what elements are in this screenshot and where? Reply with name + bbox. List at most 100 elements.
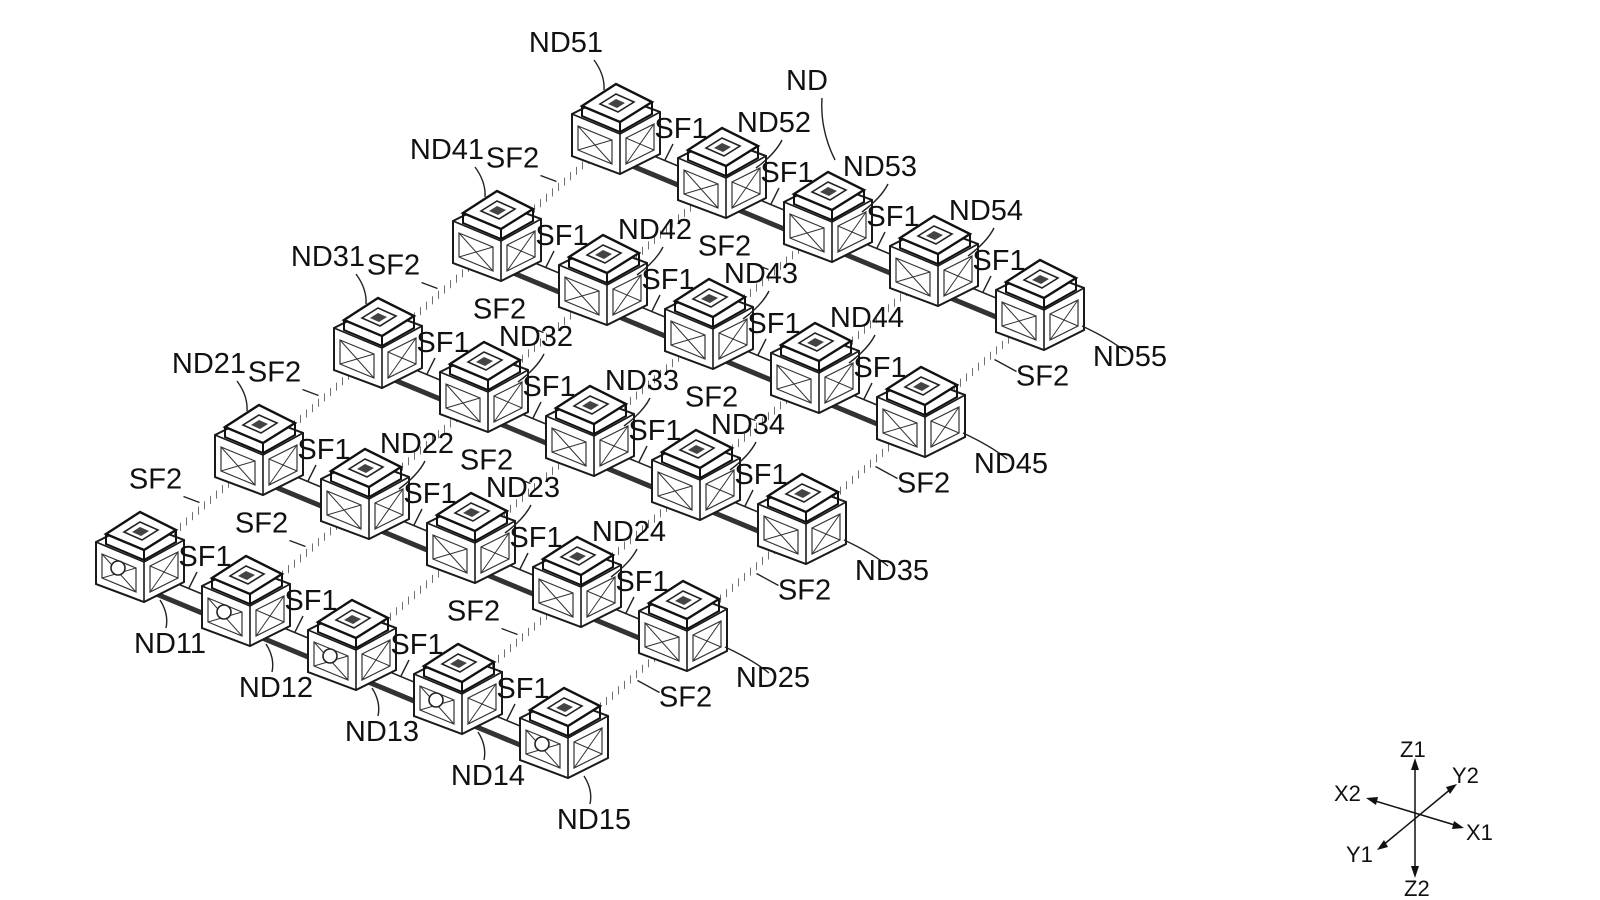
node-label: ND24 <box>592 516 666 548</box>
node-label: ND53 <box>843 151 917 183</box>
sf1-label: SF1 <box>496 673 549 705</box>
leader-line <box>623 397 651 427</box>
robot-node <box>333 296 423 390</box>
leader-line <box>400 659 410 677</box>
node-label: ND11 <box>134 628 206 660</box>
sf1-label: SF1 <box>972 245 1025 277</box>
sf1-label: SF1 <box>509 522 562 554</box>
node-label: ND23 <box>486 472 560 504</box>
node-label: ND34 <box>711 409 785 441</box>
node-label: ND33 <box>605 365 679 397</box>
leader-line <box>843 539 889 567</box>
node-label: ND32 <box>499 321 573 353</box>
robot-node <box>677 126 767 220</box>
leader-line <box>307 464 317 482</box>
node-label: ND51 <box>529 27 603 59</box>
leader-line <box>636 246 664 276</box>
leader-line <box>744 489 754 507</box>
leader-line <box>426 357 436 375</box>
leader-line <box>994 358 1017 373</box>
node-label: ND43 <box>724 258 798 290</box>
node-label: ND45 <box>974 448 1048 480</box>
leader-line <box>664 143 674 161</box>
sf1-label: SF1 <box>535 220 588 252</box>
leader-line <box>724 646 770 674</box>
robot-node <box>664 277 754 371</box>
robot-nodes <box>95 82 1085 780</box>
sf2-label: SF2 <box>367 250 420 282</box>
node-label: ND41 <box>410 134 484 166</box>
axis-z2-label: Z2 <box>1404 876 1430 900</box>
leader-line <box>540 174 557 183</box>
node-label: ND25 <box>736 662 810 694</box>
leader-line <box>593 59 605 91</box>
leader-line <box>517 353 545 383</box>
sf2-label: SF2 <box>486 143 539 175</box>
sf1-label: SF1 <box>390 629 443 661</box>
sf2-label: SF2 <box>778 575 831 607</box>
node-label: ND42 <box>618 214 692 246</box>
leader-line <box>967 227 995 257</box>
leader-line <box>861 183 889 213</box>
robot-node <box>545 384 635 478</box>
leader-line <box>532 401 542 419</box>
leader-line <box>638 445 648 463</box>
sf2-label: SF2 <box>685 382 738 414</box>
leader-line <box>752 262 769 271</box>
sf1-label: SF1 <box>297 434 350 466</box>
robot-node <box>95 510 185 604</box>
robot-node <box>452 189 542 283</box>
sf2-label: SF2 <box>447 596 500 628</box>
sf2-label: SF2 <box>235 508 288 540</box>
leader-line <box>637 679 660 694</box>
axis-y1-label: Y1 <box>1346 842 1373 867</box>
leader-line <box>265 643 274 673</box>
leader-line <box>519 552 529 570</box>
robot-node <box>439 340 529 434</box>
robot-node <box>320 447 410 541</box>
node-label: ND14 <box>451 760 525 792</box>
leader-line <box>183 495 200 504</box>
sf1-label: SF1 <box>734 459 787 491</box>
axes-indicator: Z1 Y2 X2 X1 Y1 Z2 <box>1334 737 1493 900</box>
leader-line <box>289 539 306 548</box>
leader-line <box>982 275 992 293</box>
robot-node <box>201 554 291 648</box>
sf1-label: SF1 <box>284 585 337 617</box>
leader-line <box>651 294 661 312</box>
leader-line <box>770 187 780 205</box>
node-label: ND22 <box>380 428 454 460</box>
leader-line <box>159 599 168 629</box>
node-label: ND52 <box>737 107 811 139</box>
sf2-label: SF2 <box>129 464 182 496</box>
sf2-label: SF2 <box>897 468 950 500</box>
sf2-label: SF2 <box>1016 361 1069 393</box>
robot-node <box>770 321 860 415</box>
node-label: ND21 <box>172 348 246 380</box>
robot-node <box>426 491 516 585</box>
robot-node <box>558 233 648 327</box>
robot-node <box>638 579 728 673</box>
node-label: ND54 <box>949 195 1023 227</box>
generic-node-callout: ND <box>786 65 836 161</box>
sf1-label: SF1 <box>416 327 469 359</box>
leader-line <box>371 687 380 717</box>
leader-line <box>545 250 555 268</box>
leader-line <box>413 508 423 526</box>
leader-line <box>474 166 486 198</box>
robot-node <box>532 535 622 629</box>
leader-line <box>506 703 516 721</box>
leader-line <box>236 380 248 412</box>
robot-node <box>519 686 609 780</box>
sf1-label: SF1 <box>403 478 456 510</box>
node-label: ND44 <box>830 302 904 334</box>
leader-line <box>863 382 873 400</box>
leader-line <box>527 325 544 334</box>
leader-line <box>875 465 898 480</box>
leader-line <box>501 627 518 636</box>
node-label: ND12 <box>239 672 313 704</box>
sf2-label: SF2 <box>473 294 526 326</box>
leader-line <box>188 571 198 589</box>
sf1-label: SF1 <box>522 371 575 403</box>
